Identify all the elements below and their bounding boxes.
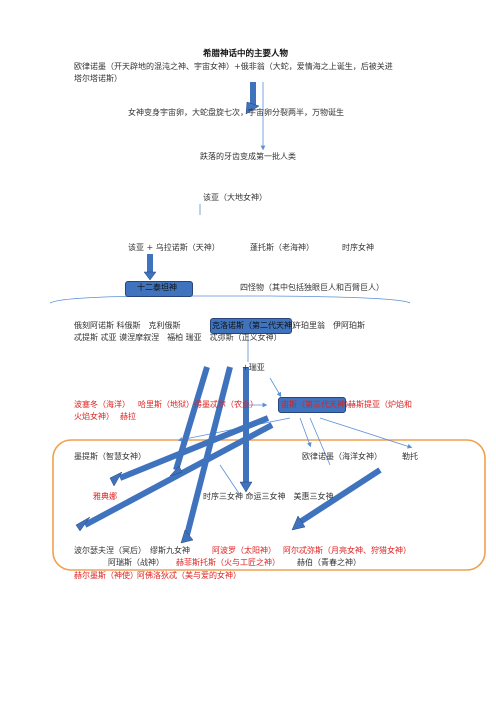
metis-label: 墨提斯（智慧女神） [74, 452, 146, 461]
hephaestus-label: 赫菲斯托斯（火与工匠之神） [176, 558, 280, 567]
rhea-label: +瑞亚 [242, 363, 265, 372]
titans-box [125, 281, 193, 297]
first-humans-text: 跌落的牙齿变成第一批人类 [200, 152, 296, 161]
hermes-label: 赫尔墨斯（神使） [74, 571, 138, 580]
hera-label: 赫拉 [120, 412, 136, 421]
pontus-label: 蓬托斯（老海神） [250, 243, 314, 252]
leto-label: 勒托 [402, 452, 418, 461]
monsters-label: 四怪物（其中包括独眼巨人和百臂巨人） [240, 283, 384, 292]
cosmic-egg-text: 女神变身宇宙卵，大蛇盘旋七次，宇宙卵分裂两半，万物诞生 [128, 108, 344, 117]
aphrodite-label: 阿佛洛狄忒（美与爱的女神） [137, 571, 241, 580]
zeus-label: 宙斯（第三代天神） [281, 400, 353, 409]
fates-label: 时序三女神 命运三女神 美惠三女神 [203, 492, 334, 501]
athena-label: 雅典娜 [93, 492, 117, 501]
hades-label: 哈里斯（地狱） [138, 400, 194, 409]
demeter-label: 得墨忒尔（农业） [194, 400, 258, 409]
artemis-label: 阿尔忒弥斯（月亮女神、狩猎女神） [283, 546, 411, 555]
titans-row-1a: 俄刻阿诺斯 科俄斯 克利俄斯 [74, 321, 181, 330]
apollo-label: 阿波罗（太阳神） [212, 546, 276, 555]
orange-frame [52, 439, 486, 571]
cronus-label: 克洛诺斯（第二代天神） [212, 321, 300, 330]
hestia-label-cont: 火焰女神） [74, 412, 114, 421]
titans-label: 十二泰坦神 [137, 283, 177, 292]
titans-row-2: 忒提斯 忒亚 谟涅摩叙涅 福柏 瑞亚 忒弥斯（正义女神） [74, 333, 282, 342]
page-title: 希腊神话中的主要人物 [203, 49, 289, 59]
sea-goddess-label: 欧律诺墨（海洋女神） [302, 452, 382, 461]
zeus-box [278, 397, 346, 413]
eurynome-line: 欧律诺墨（开天辟地的混沌之神、宇宙女神）+俄非翁（大蛇，爱情海之上诞生，后被关进 [74, 62, 393, 71]
hestia-label: 赫斯提亚（炉焰和 [348, 400, 412, 409]
poseidon-label: 波塞冬（海洋） [74, 400, 130, 409]
eurynome-line-cont: 塔尔塔诺斯） [74, 74, 122, 83]
gaia-uranus-label: 该亚 + 乌拉诺斯（天神） [128, 243, 220, 252]
horae-label: 时序女神 [342, 243, 374, 252]
titans-row-1c: 许珀里翁 伊阿珀斯 [293, 321, 365, 330]
cronus-box [210, 318, 292, 334]
persephone-muses-label: 波尔瑟夫涅（冥后） 缪斯九女神 [74, 546, 190, 555]
ares-label: 阿瑞斯（战神） [108, 558, 164, 567]
gaia-label: 该亚（大地女神） [203, 193, 267, 202]
hebe-label: 赫伯（青春之神） [297, 558, 361, 567]
